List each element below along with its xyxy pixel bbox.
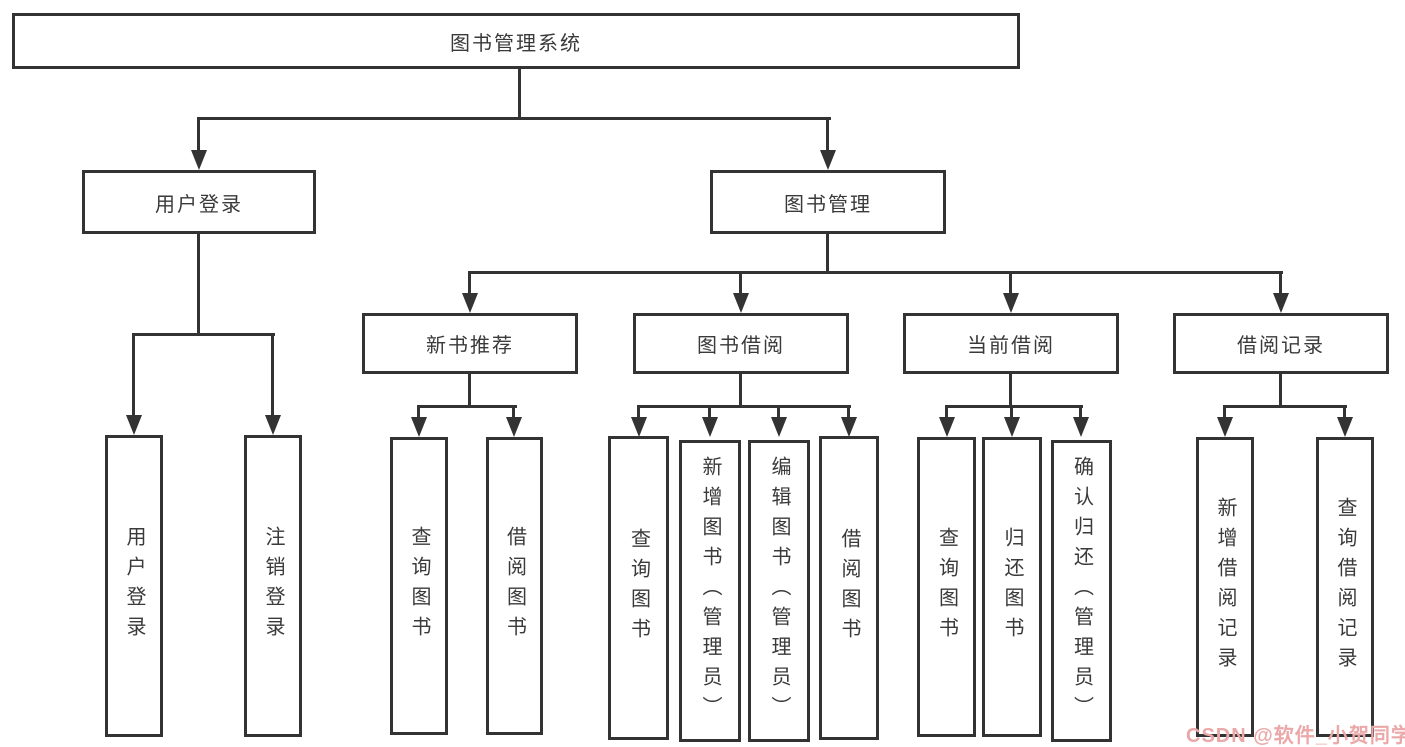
- connector-line: [417, 405, 517, 408]
- connector-line: [826, 234, 829, 274]
- node-borrowing-records: 借阅记录: [1173, 313, 1389, 374]
- connector-line: [271, 333, 274, 417]
- leaf-query-books-recommend: 查询图书: [390, 437, 448, 735]
- connector-line: [468, 271, 1283, 274]
- arrowhead-down-icon: [1273, 293, 1289, 313]
- node-new-book-recommendation: 新书推荐: [362, 313, 578, 374]
- arrowhead-down-icon: [1073, 417, 1089, 437]
- node-book-management: 图书管理: [710, 170, 946, 234]
- arrowhead-down-icon: [265, 415, 281, 435]
- connector-line: [637, 405, 640, 419]
- leaf-add-borrow-record: 新增借阅记录: [1196, 437, 1254, 737]
- connector-line: [1223, 405, 1347, 408]
- arrowhead-down-icon: [506, 417, 522, 437]
- connector-line: [1010, 405, 1013, 419]
- connector-line: [468, 374, 471, 408]
- arrowhead-down-icon: [1004, 417, 1020, 437]
- node-current-borrowing: 当前借阅: [903, 313, 1119, 374]
- node-label: 查询图书: [935, 527, 958, 647]
- leaf-borrow-books-borrowing: 借阅图书: [819, 436, 879, 740]
- connector-line: [1343, 405, 1346, 419]
- node-label: 用户登录: [123, 526, 145, 646]
- node-label: 图书管理: [784, 193, 872, 216]
- node-label: 新增图书（管理员）: [699, 456, 721, 726]
- node-label: 编辑图书（管理员）: [768, 456, 790, 726]
- csdn-watermark: CSDN @软件_小贺同学: [1186, 725, 1405, 747]
- connector-line: [468, 271, 471, 295]
- node-label: 查询图书: [408, 526, 430, 646]
- connector-line: [132, 333, 135, 417]
- connector-line: [197, 117, 831, 120]
- node-user-login: 用户登录: [82, 170, 316, 234]
- node-library-management-system: 图书管理系统: [12, 13, 1020, 69]
- node-label: 图书借阅: [697, 335, 785, 357]
- arrowhead-down-icon: [631, 417, 647, 437]
- node-label: 借阅图书: [838, 528, 860, 648]
- connector-line: [739, 271, 742, 295]
- arrowhead-down-icon: [939, 417, 955, 437]
- connector-line: [826, 117, 829, 153]
- connector-line: [1009, 374, 1012, 408]
- arrowhead-down-icon: [126, 415, 142, 435]
- leaf-add-book-admin: 新增图书（管理员）: [679, 440, 741, 742]
- connector-line: [739, 374, 742, 408]
- node-label: 当前借阅: [967, 335, 1055, 357]
- arrowhead-down-icon: [771, 417, 787, 437]
- arrowhead-down-icon: [1337, 417, 1353, 437]
- connector-line: [1279, 374, 1282, 408]
- connector-line: [417, 405, 420, 419]
- arrowhead-down-icon: [1003, 293, 1019, 313]
- connector-line: [1009, 271, 1012, 295]
- connector-line: [945, 405, 948, 419]
- arrowhead-down-icon: [462, 293, 478, 313]
- node-label: 用户登录: [155, 193, 243, 216]
- node-book-borrowing: 图书借阅: [633, 313, 849, 374]
- node-label: 注销登录: [262, 526, 284, 646]
- leaf-borrow-books-recommend: 借阅图书: [486, 437, 543, 735]
- connector-line: [1079, 405, 1082, 419]
- connector-line: [132, 333, 275, 336]
- node-label: 图书管理系统: [450, 32, 582, 55]
- arrowhead-down-icon: [702, 417, 718, 437]
- connector-line: [1279, 271, 1282, 295]
- connector-line: [518, 69, 521, 118]
- leaf-user-login: 用户登录: [105, 435, 163, 737]
- arrowhead-down-icon: [820, 150, 836, 170]
- node-label: 新增借阅记录: [1214, 497, 1236, 677]
- connector-line: [777, 405, 780, 419]
- leaf-query-borrow-record: 查询借阅记录: [1316, 437, 1374, 737]
- node-label: 确认归还（管理员）: [1070, 456, 1093, 726]
- connector-line: [197, 234, 200, 335]
- leaf-confirm-return-admin: 确认归还（管理员）: [1051, 440, 1112, 742]
- leaf-query-books-borrowing: 查询图书: [608, 436, 669, 740]
- connector-line: [708, 405, 711, 419]
- node-label: 借阅图书: [503, 526, 526, 646]
- arrowhead-down-icon: [411, 417, 427, 437]
- arrowhead-down-icon: [191, 150, 207, 170]
- arrowhead-down-icon: [1217, 417, 1233, 437]
- connector-line: [1223, 405, 1226, 419]
- node-label: 借阅记录: [1237, 335, 1325, 357]
- connector-line: [512, 405, 515, 419]
- leaf-query-books-current: 查询图书: [917, 437, 976, 737]
- connector-line: [847, 405, 850, 419]
- node-label: 查询图书: [627, 528, 650, 648]
- node-label: 新书推荐: [426, 335, 514, 357]
- connector-line: [637, 405, 851, 408]
- leaf-logout: 注销登录: [244, 435, 302, 737]
- connector-line: [945, 405, 1083, 408]
- node-label: 查询借阅记录: [1334, 497, 1356, 677]
- leaf-return-books: 归还图书: [982, 437, 1042, 737]
- node-label: 归还图书: [1001, 527, 1023, 647]
- arrowhead-down-icon: [733, 293, 749, 313]
- arrowhead-down-icon: [841, 417, 857, 437]
- leaf-edit-book-admin: 编辑图书（管理员）: [748, 440, 810, 742]
- connector-line: [197, 117, 200, 153]
